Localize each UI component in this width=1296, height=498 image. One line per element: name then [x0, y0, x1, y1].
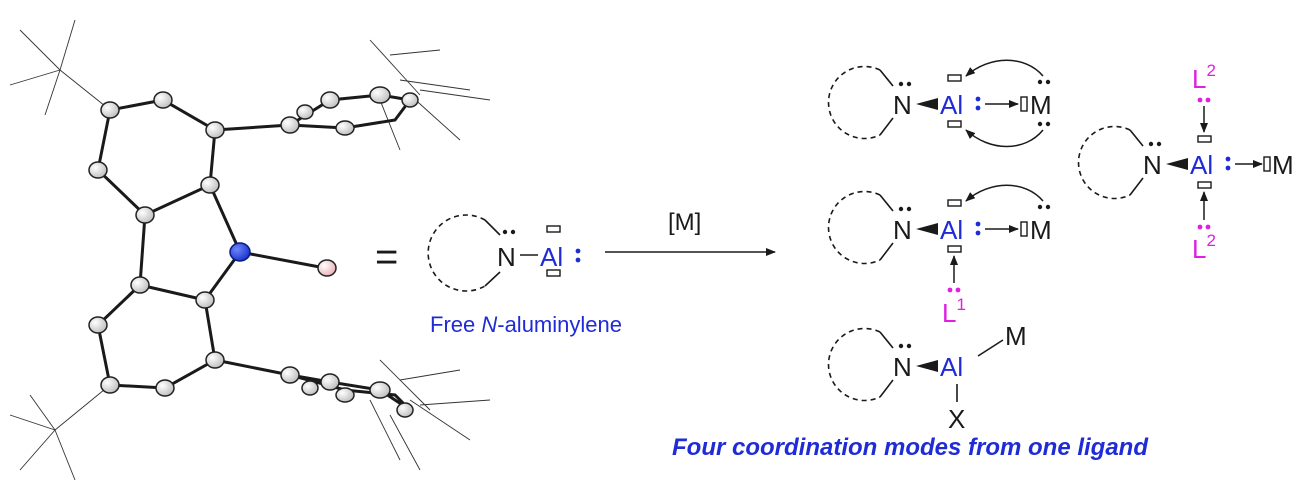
svg-text:=: = [375, 235, 398, 279]
nitrogen-label: N [497, 242, 516, 272]
wedge-bond [916, 223, 938, 235]
nitrogen-label: N [893, 90, 912, 120]
nitrogen-label: N [893, 352, 912, 382]
coordination-mode-2: N Al M L1 [827, 184, 1052, 328]
aluminum-label: Al [940, 352, 963, 382]
reagent-label: [M] [668, 209, 701, 236]
ligand-l2-top: L2 [1192, 61, 1216, 94]
empty-orbital-box [546, 225, 561, 233]
aluminum-label: Al [940, 90, 963, 120]
reaction-arrow: [M] [605, 209, 776, 256]
wedge-bond [916, 360, 938, 372]
ligand-l2-bottom: L2 [1192, 231, 1216, 264]
nitrogen-atom [229, 242, 251, 262]
equals-sign: = [375, 235, 398, 279]
metal-label: M [1030, 215, 1052, 245]
wedge-bond [916, 98, 938, 110]
empty-orbital-box [1020, 96, 1028, 112]
crystal-structure [9, 19, 491, 481]
lone-pair-dot [502, 229, 508, 235]
nitrogen-label: N [893, 215, 912, 245]
wireframe-substituents [9, 19, 491, 481]
aluminum-atom [317, 259, 337, 277]
anion-label: X [948, 404, 965, 434]
aluminum-label: Al [1190, 150, 1213, 180]
coordination-mode-4: N Al M L2 L2 [1077, 61, 1294, 264]
free-n-aluminylene-caption: Free N-aluminylene [430, 312, 622, 337]
metal-label: M [1005, 321, 1027, 351]
aluminum-label: Al [940, 215, 963, 245]
empty-orbital-box [546, 269, 561, 277]
wedge-bond [1166, 158, 1188, 170]
coordination-mode-1: N Al M [827, 59, 1052, 148]
aluminum-label: Al [540, 242, 563, 272]
bottom-caption: Four coordination modes from one ligand [672, 434, 1149, 461]
metal-label: M [1272, 150, 1294, 180]
lone-pair-dot [510, 229, 516, 235]
metal-label: M [1030, 90, 1052, 120]
ligand-l1: L1 [942, 295, 966, 328]
free-n-aluminylene: N Al Free N-aluminylene [427, 214, 622, 337]
framework-bonds [96, 93, 413, 412]
carbon-atoms [88, 86, 419, 418]
nitrogen-label: N [1143, 150, 1162, 180]
coordination-mode-3: N Al M X [827, 321, 1027, 434]
